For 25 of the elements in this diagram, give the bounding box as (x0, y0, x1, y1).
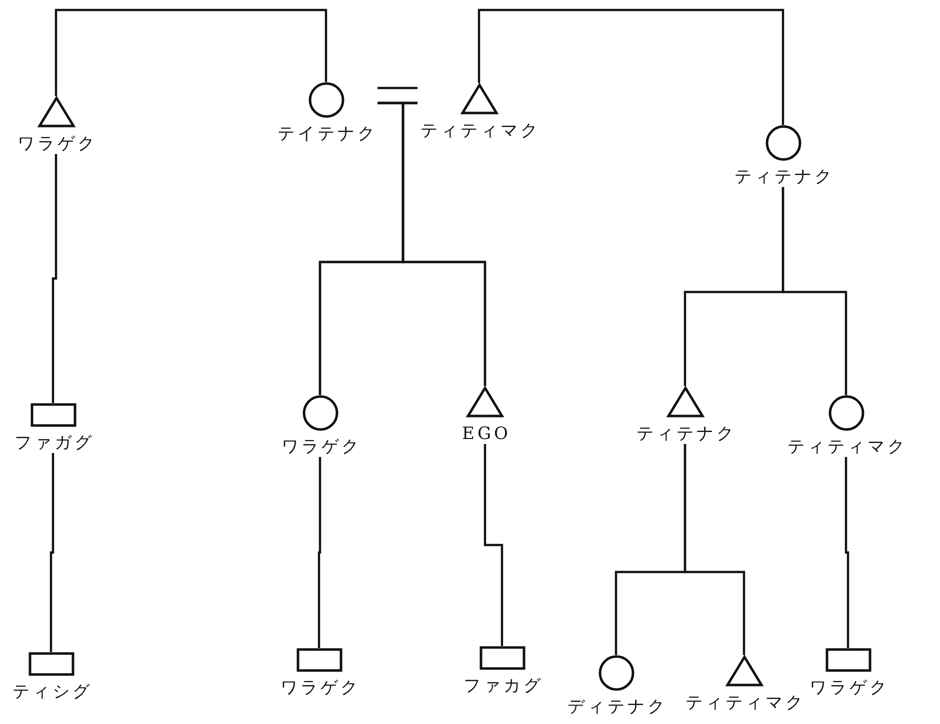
kin-term-label: ワラゲク (808, 678, 890, 698)
kinship-line (684, 444, 746, 655)
kinship-line (844, 457, 850, 648)
kinship-line (52, 154, 58, 403)
kin-term-label: ワラゲク (280, 678, 360, 698)
kin-term-label: ファガグ (14, 433, 94, 453)
kin-term-label: ティシグ (12, 682, 92, 702)
kin-term-label: ティティマク (684, 693, 806, 713)
kinship-line (318, 457, 322, 648)
kinship-line (478, 8, 784, 125)
kin-term-label: ティテナク (734, 167, 834, 187)
kinship-line (50, 453, 54, 652)
kin-term-label: テイテナク (276, 124, 378, 144)
kin-term-label: ティテナク (636, 424, 736, 444)
kinship-line (484, 444, 504, 646)
kin-term-label: EGO (461, 424, 511, 444)
kin-term-label: ティティマク (786, 437, 908, 457)
kin-term-label: ディテナク (566, 697, 668, 717)
kinship-line (782, 187, 848, 395)
kin-term-label: ワラゲク (16, 134, 98, 154)
kinship-line (54, 8, 328, 96)
kin-term-label: ファカグ (462, 676, 544, 696)
kin-term-label: ワラゲク (280, 437, 362, 457)
kin-term-label: ティティマク (420, 121, 540, 141)
kinship-line (402, 102, 486, 386)
